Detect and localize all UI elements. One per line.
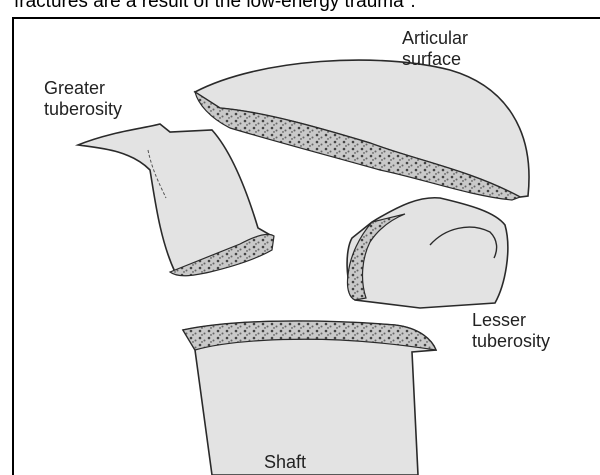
lesser-label-line1: Lesser	[472, 310, 550, 331]
shaft-label: Shaft	[264, 452, 306, 473]
greater-tuberosity-fragment	[78, 124, 274, 276]
articular-label-line2: surface	[402, 49, 468, 70]
articular-surface-label: Articular surface	[402, 28, 468, 70]
shaft-fragment	[183, 321, 436, 475]
articular-label-line1: Articular	[402, 28, 468, 49]
greater-tuberosity-label: Greater tuberosity	[44, 78, 122, 120]
lesser-tuberosity-fragment	[347, 198, 508, 308]
lesser-tuberosity-label: Lesser tuberosity	[472, 310, 550, 352]
articular-surface-fragment	[195, 60, 529, 200]
lesser-label-line2: tuberosity	[472, 331, 550, 352]
greater-label-line2: tuberosity	[44, 99, 122, 120]
greater-label-line1: Greater	[44, 78, 122, 99]
